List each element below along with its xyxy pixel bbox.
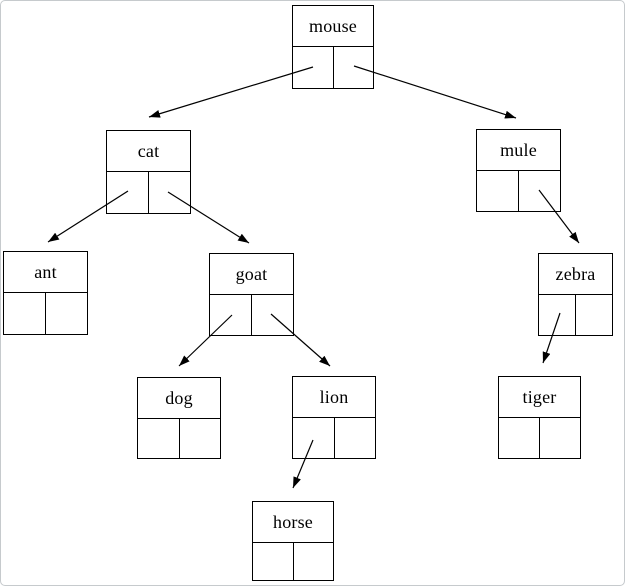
left-pointer-cell bbox=[293, 47, 333, 88]
right-pointer-cell bbox=[518, 171, 560, 211]
edge-mouse-mule bbox=[353, 65, 517, 119]
node-mouse: mouse bbox=[292, 5, 374, 89]
node-label: horse bbox=[253, 502, 333, 543]
pointer-cells bbox=[477, 171, 560, 211]
pointer-cells bbox=[293, 418, 375, 458]
left-pointer-cell bbox=[138, 419, 179, 458]
right-pointer-cell bbox=[539, 418, 580, 458]
pointer-cells bbox=[499, 418, 580, 458]
node-label: zebra bbox=[539, 254, 612, 295]
pointer-cells bbox=[138, 419, 220, 458]
left-pointer-cell bbox=[293, 418, 334, 458]
node-dog: dog bbox=[137, 377, 221, 459]
left-pointer-cell bbox=[107, 172, 148, 213]
edge-mouse-cat bbox=[148, 66, 314, 118]
left-pointer-cell bbox=[499, 418, 539, 458]
node-goat: goat bbox=[209, 253, 294, 336]
left-pointer-cell bbox=[253, 543, 293, 580]
right-pointer-cell bbox=[251, 295, 293, 335]
left-pointer-cell bbox=[477, 171, 518, 211]
node-label: tiger bbox=[499, 377, 580, 418]
left-pointer-cell bbox=[4, 293, 45, 334]
node-cat: cat bbox=[106, 130, 191, 214]
left-pointer-cell bbox=[210, 295, 251, 335]
node-label: lion bbox=[293, 377, 375, 418]
right-pointer-cell bbox=[45, 293, 87, 334]
node-horse: horse bbox=[252, 501, 334, 581]
node-label: ant bbox=[4, 252, 87, 293]
node-label: goat bbox=[210, 254, 293, 295]
node-label: mouse bbox=[293, 6, 373, 47]
node-tiger: tiger bbox=[498, 376, 581, 459]
pointer-cells bbox=[539, 295, 612, 335]
right-pointer-cell bbox=[575, 295, 612, 335]
node-label: cat bbox=[107, 131, 190, 172]
left-pointer-cell bbox=[539, 295, 575, 335]
pointer-cells bbox=[210, 295, 293, 335]
right-pointer-cell bbox=[148, 172, 190, 213]
right-pointer-cell bbox=[292, 543, 334, 580]
node-mule: mule bbox=[476, 129, 561, 212]
node-ant: ant bbox=[3, 251, 88, 335]
right-pointer-cell bbox=[178, 419, 221, 458]
right-pointer-cell bbox=[332, 47, 374, 88]
node-label: mule bbox=[477, 130, 560, 171]
pointer-cells bbox=[253, 543, 333, 580]
pointer-cells bbox=[4, 293, 87, 334]
node-zebra: zebra bbox=[538, 253, 613, 336]
node-label: dog bbox=[138, 378, 220, 419]
pointer-cells bbox=[293, 47, 373, 88]
pointer-cells bbox=[107, 172, 190, 213]
node-lion: lion bbox=[292, 376, 376, 459]
right-pointer-cell bbox=[333, 418, 376, 458]
